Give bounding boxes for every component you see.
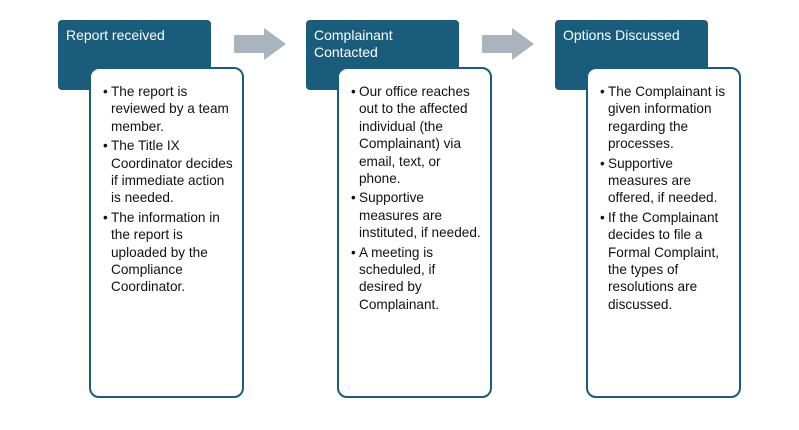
step-2-bullet-2: Supportive measures are instituted, if n… — [351, 189, 482, 241]
step-3-title: Options Discussed — [563, 27, 680, 43]
step-1-bullet-3: The information in the report is uploade… — [103, 209, 234, 296]
step-2-card: Our office reaches out to the affected i… — [337, 67, 492, 398]
step-1-title: Report received — [66, 27, 165, 43]
step-3-bullet-1: The Complainant is given information reg… — [600, 83, 731, 153]
step-2-title: Complainant Contacted — [314, 27, 393, 60]
step-3-bullet-2: Supportive measures are offered, if need… — [600, 155, 731, 207]
arrow-right-icon — [482, 28, 534, 60]
step-3-card: The Complainant is given information reg… — [586, 67, 741, 398]
step-1-bullet-2: The Title IX Coordinator decides if imme… — [103, 137, 234, 207]
step-2-bullet-1: Our office reaches out to the affected i… — [351, 83, 482, 187]
step-1-bullet-list: The report is reviewed by a team member.… — [103, 83, 234, 296]
arrow-right-icon — [234, 28, 286, 60]
step-3-bullet-3: If the Complainant decides to file a For… — [600, 209, 731, 313]
step-2-bullet-list: Our office reaches out to the affected i… — [351, 83, 482, 313]
step-1-bullet-1: The report is reviewed by a team member. — [103, 83, 234, 135]
step-1-card: The report is reviewed by a team member.… — [89, 67, 244, 398]
step-3-bullet-list: The Complainant is given information reg… — [600, 83, 731, 313]
step-2-bullet-3: A meeting is scheduled, if desired by Co… — [351, 244, 482, 314]
